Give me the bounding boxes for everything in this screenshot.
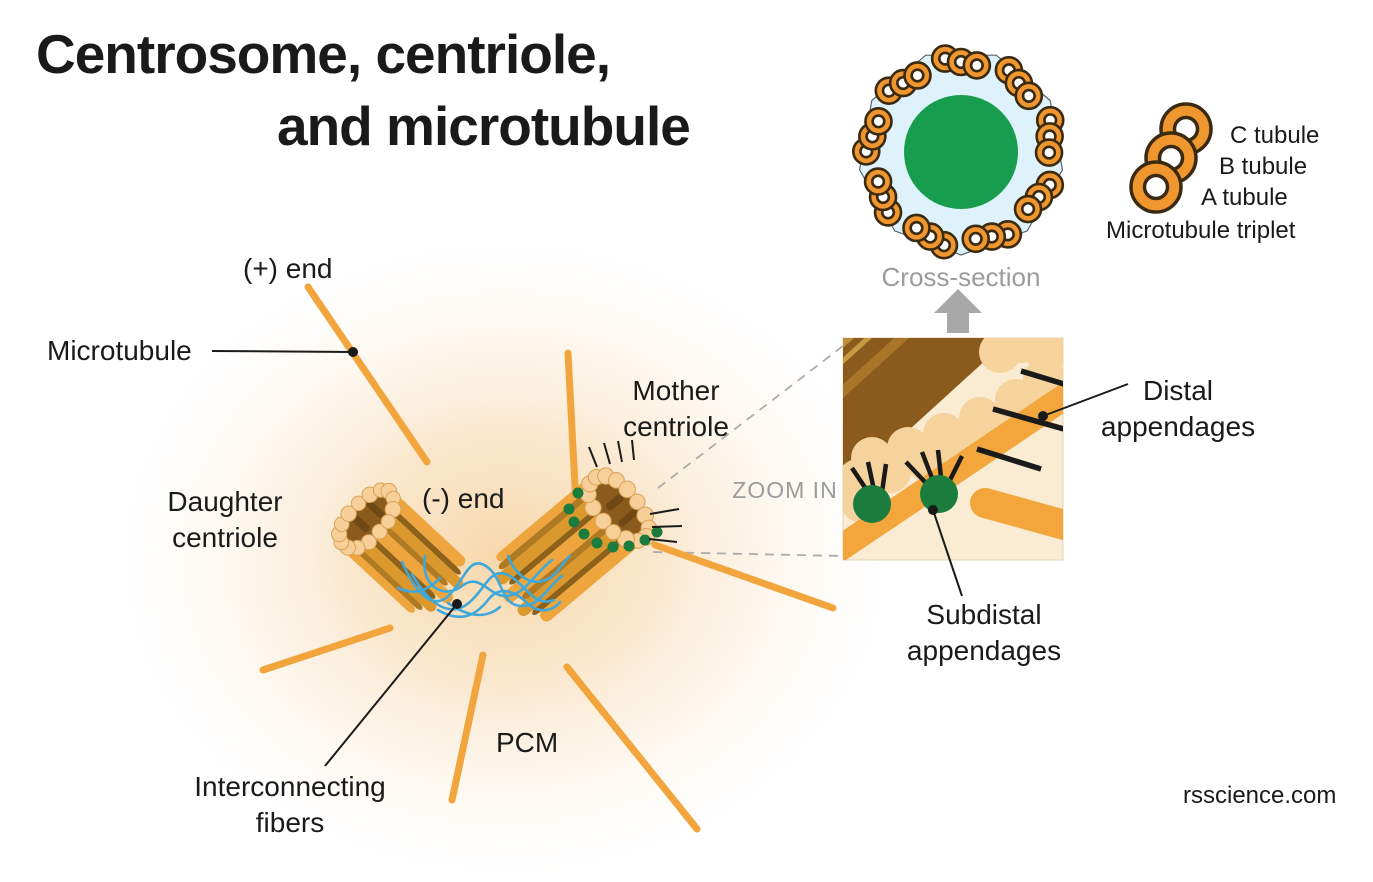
label-a-tubule: A tubule bbox=[1201, 184, 1288, 211]
label-minus-end: (-) end bbox=[422, 483, 505, 514]
label-interconnecting-fibers: Interconnecting fibers bbox=[194, 771, 386, 838]
cross-section-arrow bbox=[934, 289, 982, 333]
zoom-guide-lines bbox=[652, 345, 844, 557]
callout-lines bbox=[211, 347, 1129, 767]
zoom-panel bbox=[842, 337, 1064, 561]
page-title-line1: Centrosome, centriole, bbox=[36, 23, 611, 85]
label-distal-appendages: Distal appendages bbox=[1100, 375, 1256, 442]
label-daughter-centriole: Daughter centriole bbox=[167, 486, 283, 553]
microtubule-lines bbox=[259, 283, 837, 833]
label-b-tubule: B tubule bbox=[1219, 153, 1308, 180]
label-cross-section: Cross-section bbox=[881, 262, 1041, 292]
label-microtubule: Microtubule bbox=[47, 335, 192, 366]
label-subdistal-appendages: Subdistal appendages bbox=[906, 599, 1062, 666]
label-zoom-in: ZOOM IN bbox=[732, 477, 838, 503]
interconnecting-fibers-graphic bbox=[396, 554, 572, 619]
page-title-line2: and microtubule bbox=[277, 95, 691, 157]
label-mother-centriole: Mother centriole bbox=[623, 375, 729, 442]
label-c-tubule: C tubule bbox=[1230, 122, 1320, 149]
label-pcm: PCM bbox=[496, 727, 559, 758]
label-microtubule-triplet: Microtubule triplet bbox=[1106, 217, 1296, 244]
cross-section-graphic bbox=[851, 44, 1065, 260]
triplet-legend-graphic bbox=[1129, 102, 1213, 214]
mother-appendages bbox=[563, 439, 683, 553]
credit-watermark: rsscience.com bbox=[1183, 782, 1337, 809]
label-plus-end: (+) end bbox=[243, 253, 333, 284]
